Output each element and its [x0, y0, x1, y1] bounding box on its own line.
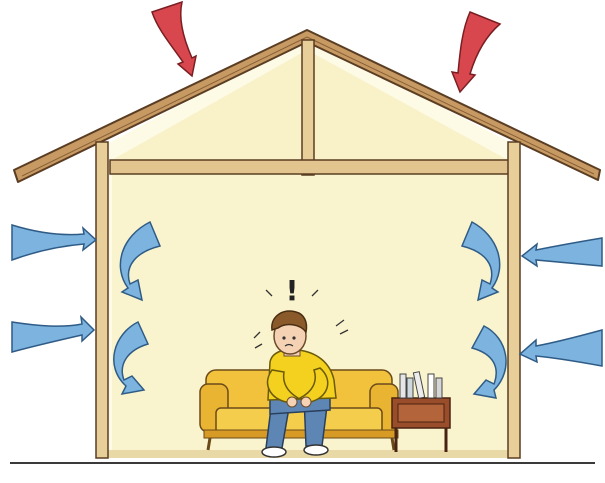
cold-air-arrow-icon: [522, 238, 602, 266]
hot-air-arrow-icon: [152, 2, 196, 76]
cold-air-arrow-icon: [12, 317, 94, 352]
cold-air-arrow-icon: [12, 225, 96, 260]
hot-air-arrow-icon: [452, 12, 500, 92]
cold-air-arrow-icon: [520, 330, 602, 366]
alert-mark: !: [286, 274, 299, 307]
